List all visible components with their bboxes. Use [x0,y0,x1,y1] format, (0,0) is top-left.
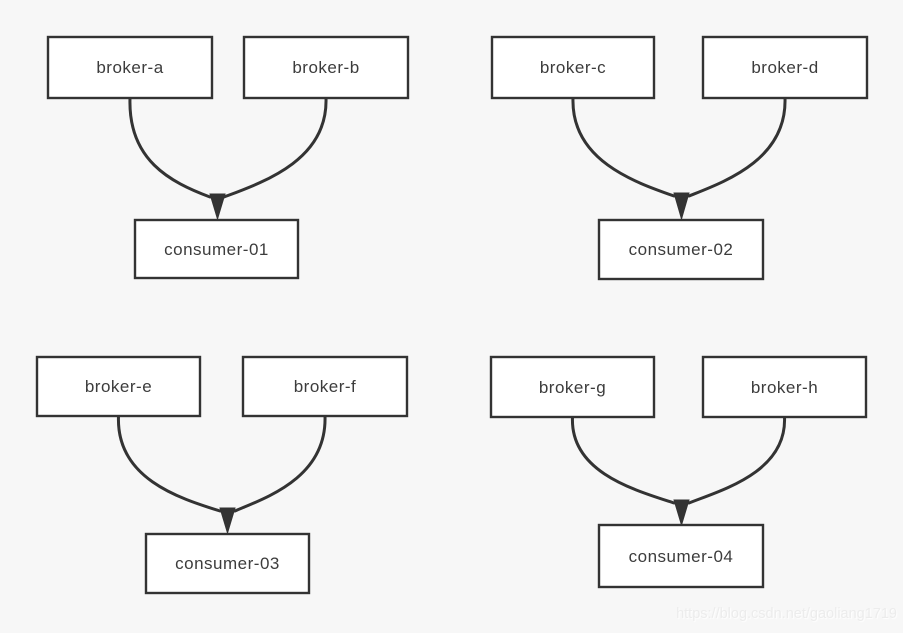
arrowhead-consumer-03 [219,507,236,535]
node-broker-g [489,355,656,419]
node-label-consumer-04: consumer-04 [629,547,734,566]
node-broker-a [46,35,214,100]
node-label-broker-h: broker-h [751,378,818,397]
node-label-broker-e: broker-e [85,377,152,396]
node-label-broker-a: broker-a [96,58,163,77]
node-consumer-01 [133,218,300,280]
edge-broker-h-to-consumer-04 [687,415,787,505]
node-broker-h [701,355,868,419]
node-consumer-03 [144,532,311,595]
node-broker-b [242,35,410,100]
node-broker-e [35,355,202,418]
arrowhead-consumer-01 [209,193,226,221]
node-broker-f [241,355,409,418]
node-label-broker-f: broker-f [294,377,357,396]
edge-broker-b-to-consumer-01 [222,96,328,199]
diagram-group-1: broker-a broker-b consumer-01 [46,35,410,280]
edge-broker-f-to-consumer-03 [233,414,327,513]
edge-broker-g-to-consumer-04 [570,415,676,505]
node-label-consumer-01: consumer-01 [164,240,269,259]
edge-broker-a-to-consumer-01 [128,96,212,199]
node-label-broker-g: broker-g [539,378,606,397]
node-consumer-02 [597,218,765,281]
arrowhead-consumer-02 [673,192,690,221]
node-broker-d [701,35,869,100]
node-label-broker-c: broker-c [540,58,606,77]
node-label-consumer-03: consumer-03 [175,554,280,573]
node-broker-c [490,35,656,100]
node-label-consumer-02: consumer-02 [629,240,734,259]
edge-broker-c-to-consumer-02 [571,96,676,198]
diagram-group-3: broker-e broker-f consumer-03 [35,355,409,595]
edge-broker-e-to-consumer-03 [116,414,222,513]
diagram-group-4: broker-g broker-h consumer-04 [489,355,868,589]
node-consumer-04 [597,523,765,589]
edge-broker-d-to-consumer-02 [687,96,787,198]
watermark: https://blog.csdn.net/gaoliang1719 [676,606,897,622]
node-label-broker-d: broker-d [751,58,818,77]
arrowhead-consumer-04 [673,499,690,527]
diagram-group-2: broker-c broker-d consumer-02 [490,35,869,281]
node-label-broker-b: broker-b [292,58,359,77]
